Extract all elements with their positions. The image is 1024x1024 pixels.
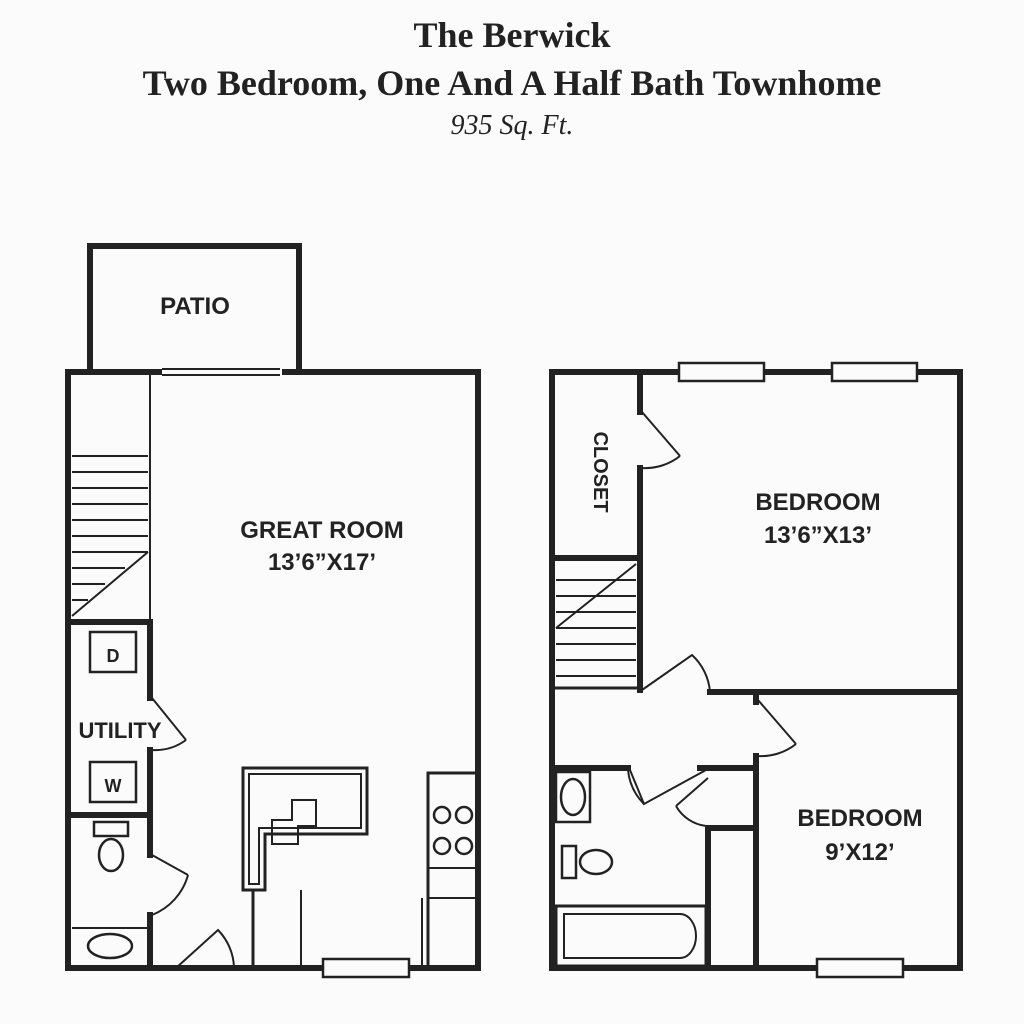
window-bedroom-1b bbox=[830, 361, 919, 383]
closet: CLOSET bbox=[549, 369, 681, 693]
window-bedroom-1a bbox=[677, 361, 766, 383]
window-bedroom-2 bbox=[815, 957, 905, 979]
half-bath bbox=[72, 812, 189, 971]
bedroom-1-dimensions: 13’6”X13’ bbox=[764, 522, 872, 549]
patio-label: PATIO bbox=[160, 293, 230, 320]
bath-toilet-bowl bbox=[578, 848, 614, 876]
bedroom-1-label: BEDROOM bbox=[755, 489, 880, 516]
patio: PATIO bbox=[87, 243, 302, 375]
first-floor: PATIO bbox=[65, 243, 481, 979]
washer bbox=[88, 760, 138, 804]
dryer-label: D bbox=[107, 646, 120, 666]
sink bbox=[86, 932, 134, 960]
great-room-label: GREAT ROOM bbox=[240, 517, 404, 544]
stairs-first-floor bbox=[71, 372, 151, 622]
toilet-bowl bbox=[97, 837, 125, 873]
toilet-tank bbox=[92, 820, 130, 838]
first-floor-exterior-walls bbox=[65, 368, 481, 971]
kitchen bbox=[241, 766, 476, 966]
plan-name: The Berwick bbox=[413, 15, 611, 55]
bath-toilet-tank bbox=[560, 844, 578, 880]
closet-label: CLOSET bbox=[589, 431, 611, 512]
kitchen-sink bbox=[271, 799, 317, 845]
bathtub bbox=[554, 904, 708, 968]
plan-description: Two Bedroom, One And A Half Bath Townhom… bbox=[142, 63, 882, 103]
great-room-dimensions: 13’6”X17’ bbox=[268, 549, 376, 576]
utility-label: UTILITY bbox=[78, 718, 161, 743]
bedroom-2-dimensions: 9’X12’ bbox=[825, 839, 894, 866]
second-floor: CLOSET BEDROOM 13’6”X13’ bbox=[549, 361, 963, 979]
entry-door bbox=[175, 928, 235, 969]
bedroom-2: BEDROOM 9’X12’ bbox=[797, 805, 922, 866]
bedroom-1: BEDROOM 13’6”X13’ bbox=[641, 489, 963, 695]
window-kitchen bbox=[321, 957, 411, 979]
utility-room: D UTILITY W bbox=[65, 619, 187, 818]
plan-area: 935 Sq. Ft. bbox=[450, 110, 574, 141]
bedroom-2-label: BEDROOM bbox=[797, 805, 922, 832]
full-bath bbox=[549, 753, 759, 971]
dryer bbox=[88, 630, 138, 674]
washer-label: W bbox=[105, 776, 122, 796]
stairs-second-floor bbox=[552, 563, 640, 690]
bath-sink bbox=[559, 777, 587, 817]
